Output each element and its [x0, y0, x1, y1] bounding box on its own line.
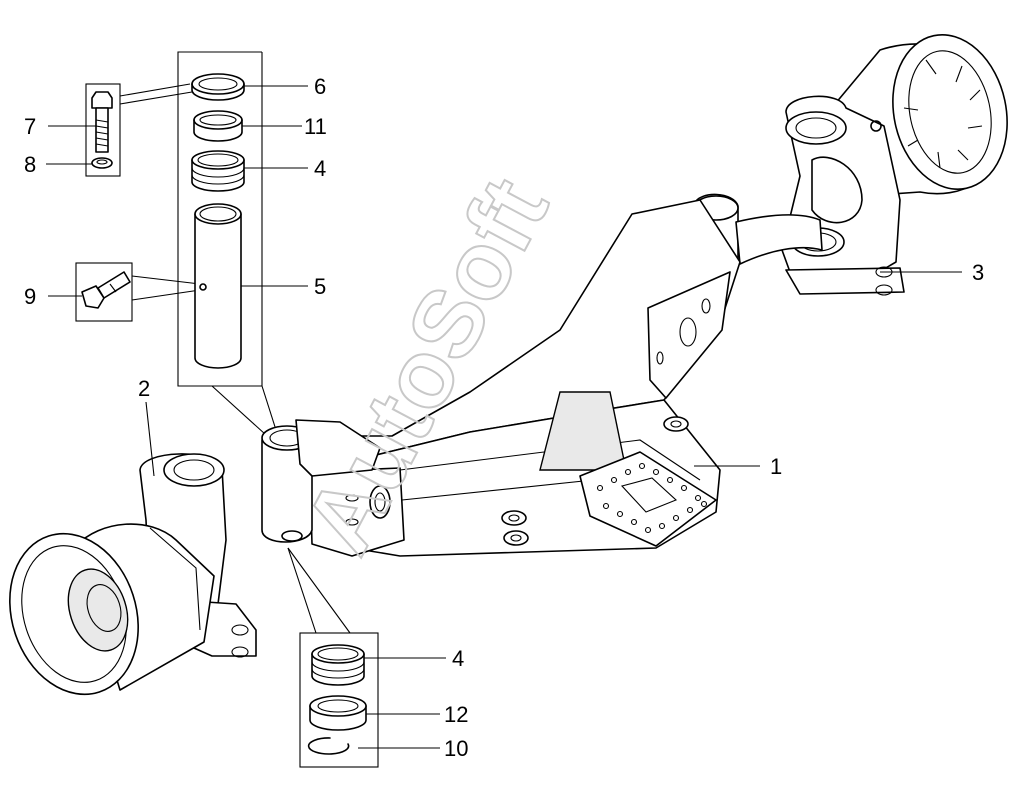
callout-8: 8	[24, 152, 36, 177]
axle-beam-part-1	[261, 193, 823, 557]
callout-12: 12	[444, 702, 468, 727]
callout-9: 9	[24, 284, 36, 309]
leader-lines	[46, 85, 962, 749]
callout-4-upper: 4	[314, 156, 326, 181]
king-pin-part-5	[194, 203, 242, 369]
ring-part-11	[193, 110, 243, 142]
callout-5: 5	[314, 274, 326, 299]
callout-7: 7	[24, 114, 36, 139]
connector-lines	[119, 83, 351, 634]
plate-holes	[596, 462, 708, 534]
circlip-part-10	[307, 737, 350, 755]
grease-nipple-box	[75, 262, 133, 322]
callout-2: 2	[138, 376, 150, 401]
left-steering-knuckle-part-2	[9, 453, 257, 696]
callout-11: 11	[304, 114, 327, 139]
callout-labels: 1 2 3 4 5 6 7 8 9 11 4 12 10	[24, 74, 984, 761]
callout-10: 10	[444, 736, 468, 761]
upper-bushing-kit-box	[177, 51, 263, 387]
bolt-part-7	[91, 91, 113, 153]
callout-3: 3	[972, 260, 984, 285]
callout-4-lower: 4	[452, 646, 464, 671]
seal-ring-part-6	[191, 73, 245, 101]
bushing-part-4-lower	[311, 644, 365, 686]
callout-6: 6	[314, 74, 326, 99]
lower-bushing-kit-box	[299, 632, 379, 768]
right-steering-knuckle-part-3	[781, 34, 1008, 296]
seal-part-12	[309, 695, 367, 731]
bolt-box	[85, 83, 121, 177]
grease-nipple-part-9	[81, 271, 131, 309]
callout-1: 1	[770, 454, 782, 479]
bushing-part-4-upper	[191, 150, 245, 192]
washer-part-8	[91, 157, 113, 169]
